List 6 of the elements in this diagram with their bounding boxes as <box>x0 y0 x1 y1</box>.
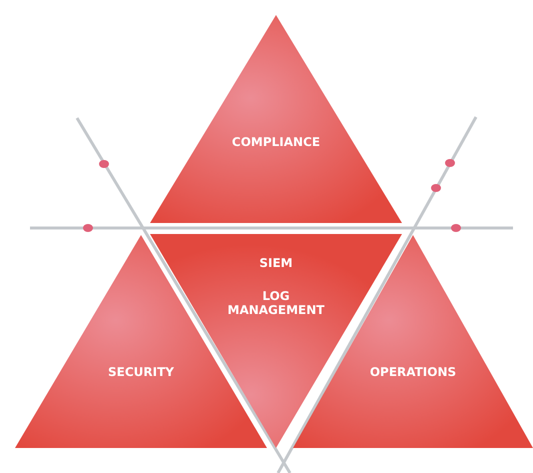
triangle-label: OPERATIONS <box>368 365 458 379</box>
triangle <box>150 15 402 223</box>
triangle-label: SIEM <box>258 256 294 270</box>
triangle-label: COMPLIANCE <box>230 135 322 149</box>
triangle-label: SECURITY <box>107 365 175 379</box>
triangle-label: LOG MANAGEMENT <box>226 289 326 317</box>
